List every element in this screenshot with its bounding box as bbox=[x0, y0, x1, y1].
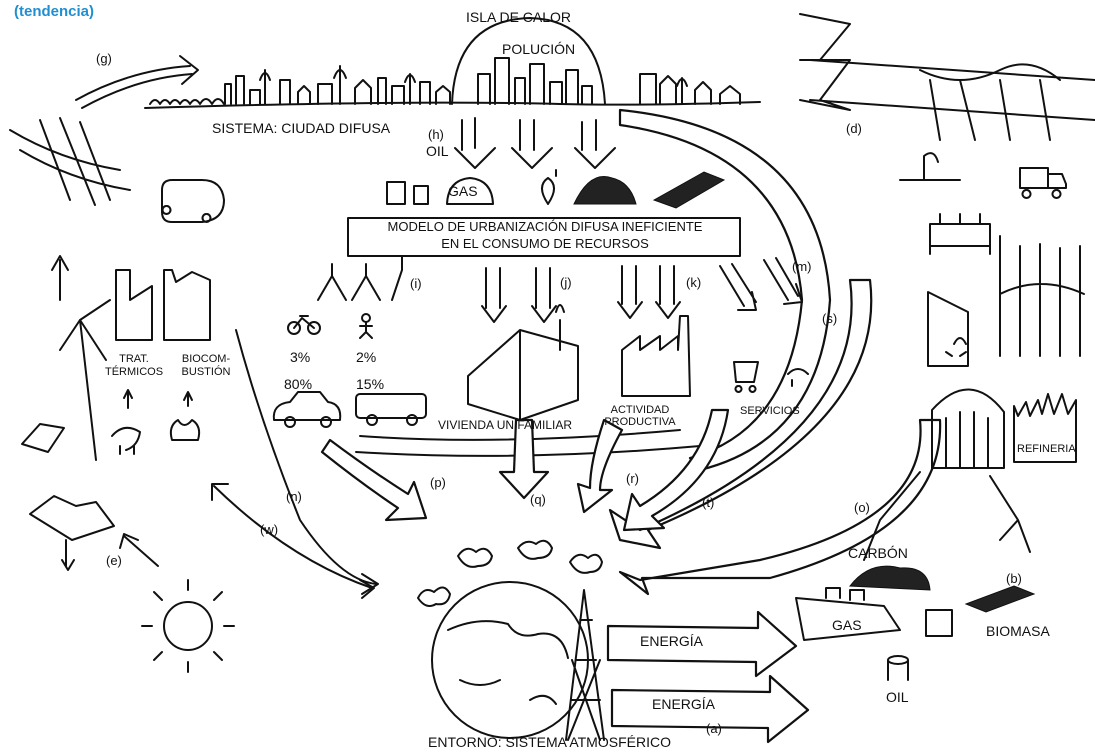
marker-n: (n) bbox=[286, 489, 302, 504]
marker-o: (o) bbox=[854, 500, 870, 515]
marker-k: (k) bbox=[686, 275, 702, 290]
trend-label: (tendencia) bbox=[14, 3, 95, 20]
arrow-t bbox=[608, 278, 873, 550]
oil-bottom-label: OIL bbox=[886, 689, 909, 705]
globe-icon bbox=[431, 581, 589, 739]
marker-w: (w) bbox=[260, 522, 279, 537]
marker-a: (a) bbox=[706, 721, 722, 736]
marker-i: (i) bbox=[410, 276, 422, 291]
marker-g: (g) bbox=[96, 51, 112, 66]
energy-arrow-1 bbox=[606, 610, 798, 678]
marker-h: (h) bbox=[428, 127, 444, 142]
energy-label-2: ENERGÍA bbox=[652, 696, 716, 712]
marker-m: (m) bbox=[792, 259, 812, 274]
marker-e: (e) bbox=[106, 553, 122, 568]
arrow-o bbox=[618, 418, 942, 596]
bus-percent: 15% bbox=[356, 376, 385, 392]
biomass-label: BIOMASA bbox=[986, 623, 1050, 639]
environment-label: ENTORNO: SISTEMA ATMOSFÉRICO bbox=[428, 734, 671, 750]
pollution-label: POLUCIÓN bbox=[502, 41, 576, 57]
marker-b: (b) bbox=[1006, 571, 1022, 586]
thermal-label-line1: TRAT. bbox=[119, 353, 149, 365]
arrow-p bbox=[320, 438, 428, 522]
refinery-label: REFINERIA bbox=[1017, 443, 1076, 455]
sun-icon bbox=[163, 601, 213, 651]
arrow-r bbox=[576, 418, 624, 514]
marker-r: (r) bbox=[626, 471, 639, 486]
model-box bbox=[347, 217, 741, 257]
model-label-line2: EN EL CONSUMO DE RECURSOS bbox=[441, 236, 649, 251]
oil-top-label: OIL bbox=[426, 143, 449, 159]
marker-q: (q) bbox=[530, 492, 546, 507]
biocombustion-label-line2: BUSTIÓN bbox=[181, 366, 231, 378]
city-skyline bbox=[144, 17, 761, 109]
car-percent: 80% bbox=[284, 376, 313, 392]
productive-label-line1: ACTIVIDAD bbox=[610, 404, 670, 416]
marker-p: (p) bbox=[430, 475, 446, 490]
gas-bottom-label: GAS bbox=[832, 617, 862, 633]
marker-d: (d) bbox=[846, 121, 862, 136]
marker-j: (j) bbox=[560, 275, 572, 290]
system-label: SISTEMA: CIUDAD DIFUSA bbox=[212, 120, 391, 136]
arrow-q bbox=[498, 418, 550, 500]
biocombustion-label-line1: BIOCOM- bbox=[181, 353, 231, 365]
gas-top-label: GAS bbox=[448, 183, 478, 199]
housing-label: VIVIENDA UNIFAMILIAR bbox=[438, 418, 573, 432]
thermal-label-line2: TÉRMICOS bbox=[104, 366, 164, 378]
marker-s: (s) bbox=[822, 311, 838, 326]
arrow-g bbox=[75, 65, 191, 101]
walk-percent: 2% bbox=[356, 349, 377, 365]
coal-label: CARBÓN bbox=[848, 545, 908, 561]
bike-percent: 3% bbox=[290, 349, 311, 365]
services-label: SERVICIOS bbox=[740, 405, 800, 417]
model-label-line1: MODELO DE URBANIZACIÓN DIFUSA INEFICIENT… bbox=[387, 219, 703, 234]
marker-t: (t) bbox=[702, 495, 715, 510]
energy-label-1: ENERGÍA bbox=[640, 633, 704, 649]
fuel-icons bbox=[386, 169, 726, 209]
productive-label-line2: PRODUCTIVA bbox=[604, 416, 676, 428]
heat-island-label: ISLA DE CALOR bbox=[466, 9, 572, 25]
energy-arrow-2 bbox=[610, 674, 810, 744]
